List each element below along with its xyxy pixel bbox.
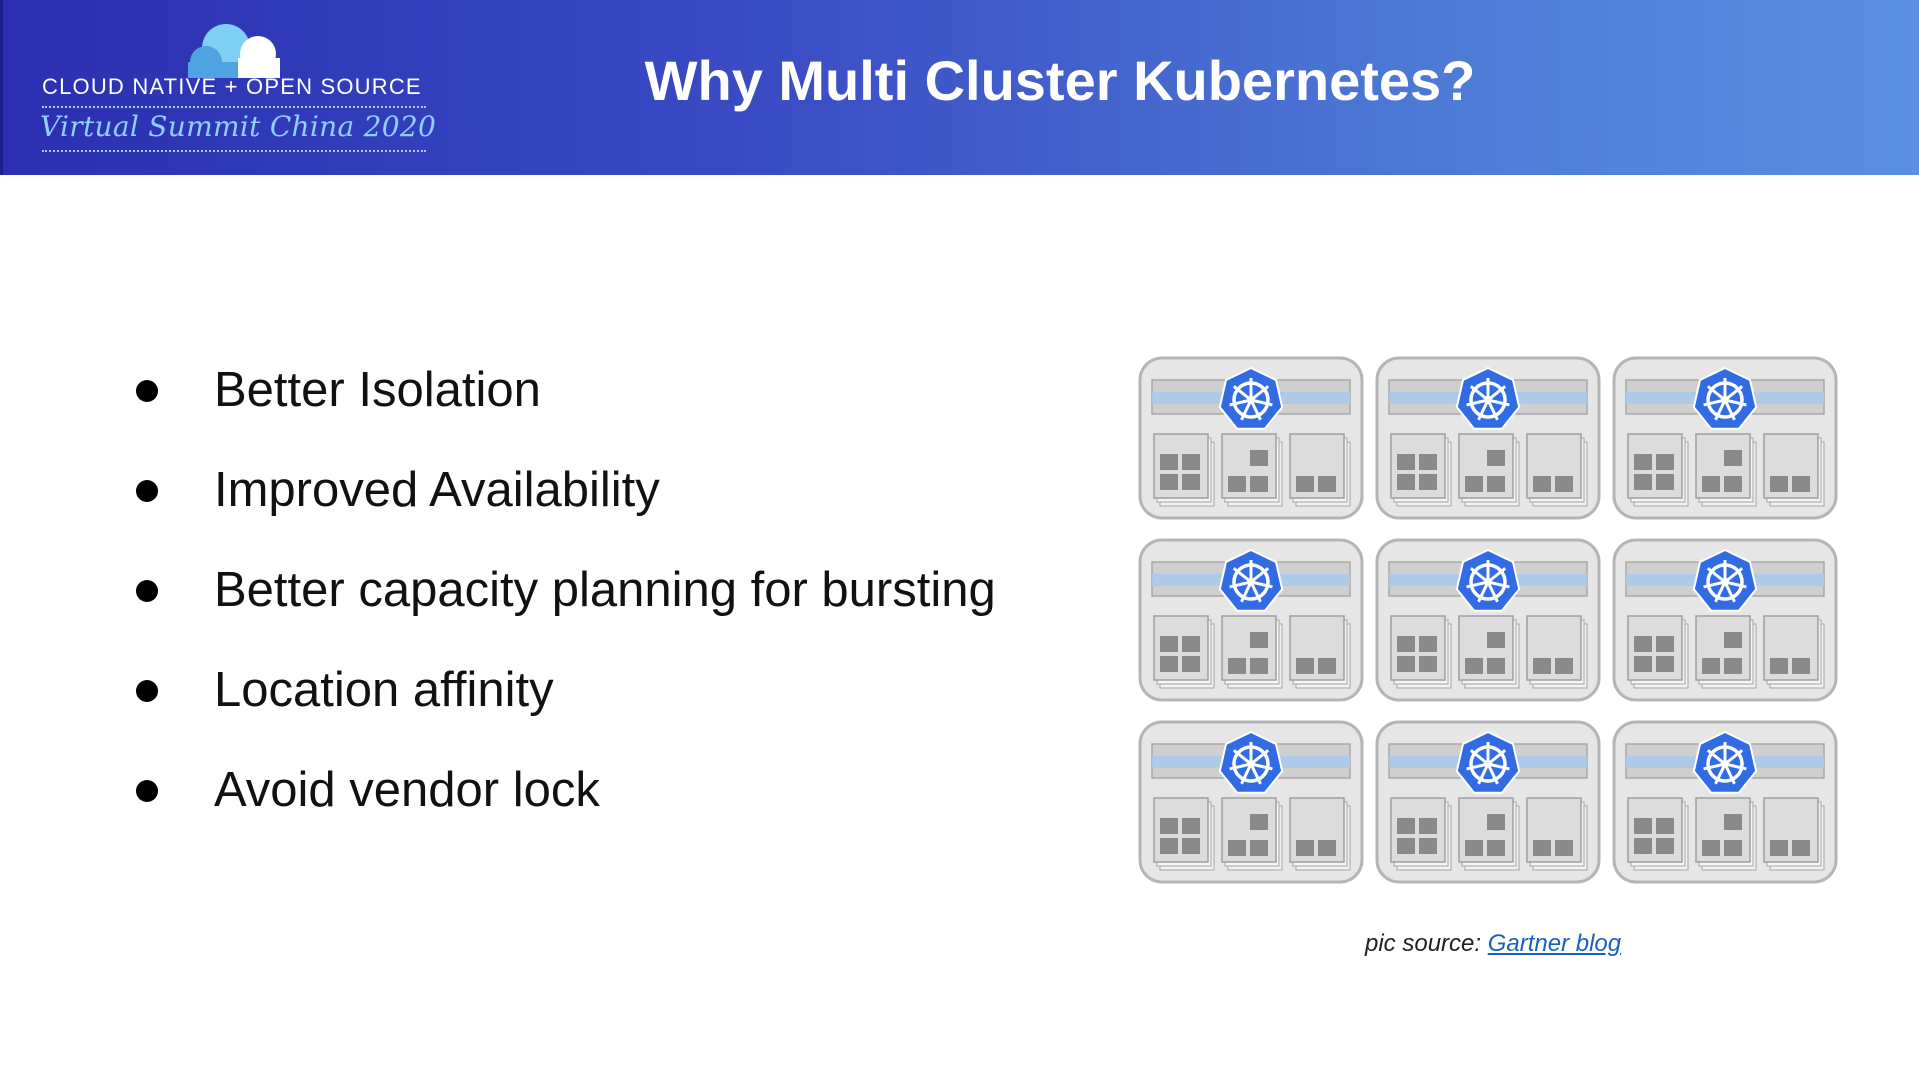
header-banner: CLOUD NATIVE + OPEN SOURCE Virtual Summi… <box>0 0 1919 175</box>
bullet-text: Improved Availability <box>214 463 660 517</box>
worker-node <box>1289 615 1351 689</box>
worker-node <box>1526 797 1588 871</box>
bullet-dot <box>136 580 158 602</box>
slide-title: Why Multi Cluster Kubernetes? <box>644 49 1476 112</box>
cloud-icon <box>188 24 280 78</box>
logo-line2: Virtual Summit China 2020 <box>40 110 437 143</box>
kubernetes-wheel-icon <box>1218 548 1284 612</box>
logo-divider-bottom <box>42 150 426 152</box>
kubernetes-wheel-icon <box>1455 548 1521 612</box>
worker-node <box>1221 615 1283 689</box>
cluster-card <box>1138 356 1364 520</box>
worker-node <box>1627 615 1689 689</box>
multi-cluster-illustration <box>1138 356 1838 884</box>
worker-node <box>1627 797 1689 871</box>
cluster-card <box>1375 538 1601 702</box>
cluster-card <box>1375 720 1601 884</box>
bullet-dot <box>136 480 158 502</box>
gartner-blog-link[interactable]: Gartner blog <box>1487 930 1622 957</box>
bullet-dot <box>136 380 158 402</box>
kubernetes-wheel-icon <box>1455 366 1521 430</box>
caption-prefix: pic source: <box>1365 930 1488 957</box>
worker-node <box>1289 433 1351 507</box>
worker-node <box>1221 797 1283 871</box>
worker-node <box>1153 797 1215 871</box>
bullet-dot <box>136 780 158 802</box>
kubernetes-wheel-icon <box>1218 366 1284 430</box>
worker-node <box>1221 433 1283 507</box>
worker-node <box>1526 615 1588 689</box>
kubernetes-wheel-icon <box>1455 730 1521 794</box>
kubernetes-wheel-icon <box>1218 730 1284 794</box>
bullet-dot <box>136 680 158 702</box>
worker-node <box>1458 433 1520 507</box>
cluster-card <box>1612 356 1838 520</box>
worker-node <box>1627 433 1689 507</box>
worker-node <box>1289 797 1351 871</box>
bullet-text: Location affinity <box>214 663 554 717</box>
bullet-text: Better Isolation <box>214 363 541 417</box>
worker-node <box>1390 797 1452 871</box>
worker-node <box>1763 433 1825 507</box>
cluster-card <box>1138 538 1364 702</box>
worker-node <box>1695 615 1757 689</box>
kubernetes-wheel-icon <box>1692 730 1758 794</box>
worker-node <box>1390 433 1452 507</box>
worker-node <box>1153 615 1215 689</box>
worker-node <box>1695 797 1757 871</box>
event-logo: CLOUD NATIVE + OPEN SOURCE Virtual Summi… <box>38 14 438 164</box>
logo-divider-top <box>42 106 426 108</box>
worker-node <box>1763 797 1825 871</box>
kubernetes-wheel-icon <box>1692 366 1758 430</box>
picture-caption: pic source: Gartner blog <box>1365 930 1621 958</box>
worker-node <box>1153 433 1215 507</box>
worker-node <box>1526 433 1588 507</box>
cluster-card <box>1612 538 1838 702</box>
worker-node <box>1458 615 1520 689</box>
bullet-text: Better capacity planning for bursting <box>214 563 996 617</box>
bullet-text: Avoid vendor lock <box>214 763 600 817</box>
worker-node <box>1763 615 1825 689</box>
worker-node <box>1458 797 1520 871</box>
cluster-card <box>1138 720 1364 884</box>
cluster-card <box>1612 720 1838 884</box>
cluster-card <box>1375 356 1601 520</box>
logo-line1: CLOUD NATIVE + OPEN SOURCE <box>42 74 422 99</box>
worker-node <box>1390 615 1452 689</box>
kubernetes-wheel-icon <box>1692 548 1758 612</box>
worker-node <box>1695 433 1757 507</box>
